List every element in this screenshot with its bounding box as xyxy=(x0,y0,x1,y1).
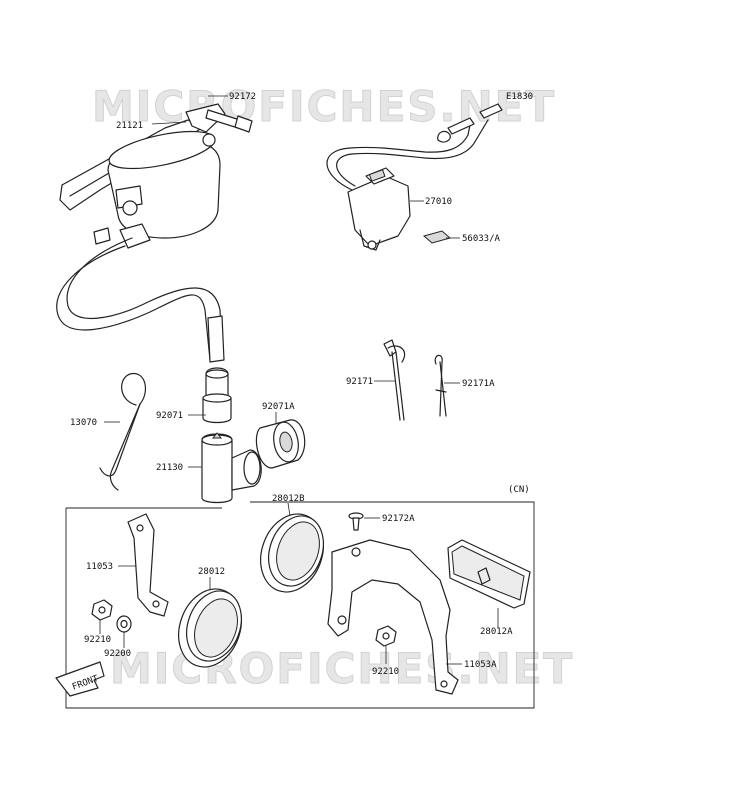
clamp-92171 xyxy=(383,339,406,421)
clip-13070 xyxy=(99,373,147,491)
screw-92172a xyxy=(348,512,364,531)
bolt-92172 xyxy=(205,109,253,133)
ignition-coil xyxy=(56,103,226,363)
washer-92200 xyxy=(116,615,132,633)
reflector-28012 xyxy=(178,588,242,668)
label-56033a xyxy=(422,230,452,244)
label-92210-right: 92210 xyxy=(372,667,399,677)
reflector-28012a xyxy=(447,539,531,609)
label-92172: 92172 xyxy=(229,92,256,102)
label-11053: 11053 xyxy=(86,562,113,572)
label-92171a: 92171A xyxy=(462,379,495,389)
region-frame xyxy=(65,501,535,709)
label-28012b: 28012B xyxy=(272,494,305,504)
label-28012a: 28012A xyxy=(480,627,513,637)
label-92071a: 92071A xyxy=(262,402,295,412)
switch-27010 xyxy=(326,103,503,251)
region-label: (CN) xyxy=(508,485,530,495)
label-27010: 27010 xyxy=(425,197,452,207)
diagram-code: E1830 xyxy=(506,92,533,102)
watermark-bottom: MICROFICHES.NET xyxy=(110,644,574,693)
plug-cap-92071 xyxy=(202,367,232,424)
label-56033a: 56033/A xyxy=(462,234,501,244)
label-13070: 13070 xyxy=(70,418,97,428)
label-21121: 21121 xyxy=(116,121,143,131)
seal-92071a xyxy=(255,419,306,469)
label-92071: 92071 xyxy=(156,411,183,421)
label-28012: 28012 xyxy=(198,567,225,577)
plug-cap-21130 xyxy=(201,432,262,504)
bracket-11053 xyxy=(127,513,169,617)
label-92200: 92200 xyxy=(104,649,131,659)
reflector-28012b xyxy=(260,513,324,593)
label-92171: 92171 xyxy=(346,377,373,387)
label-11053a: 11053A xyxy=(464,660,497,670)
label-92210-left: 92210 xyxy=(84,635,111,645)
front-arrow-icon: FRONT xyxy=(55,661,105,697)
bracket-11053a xyxy=(327,539,459,695)
nut-92210-left xyxy=(91,599,113,621)
label-92172a: 92172A xyxy=(382,514,415,524)
label-21130: 21130 xyxy=(156,463,183,473)
clamp-92171a xyxy=(434,354,447,417)
nut-92210-right xyxy=(375,625,397,647)
